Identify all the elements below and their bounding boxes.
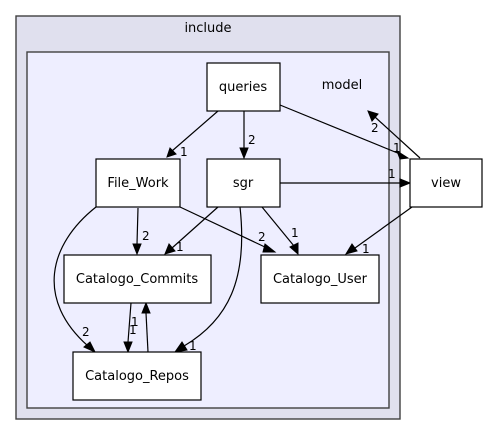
edge-sgr-commits-label: 1 — [176, 240, 184, 254]
edge-file-work-commits-arrowhead — [132, 243, 142, 256]
node-view-label: view — [431, 176, 461, 191]
edge-sgr-user — [261, 206, 295, 247]
node-sgr-box — [206, 158, 281, 208]
edge-commits-repos-arrowhead — [123, 341, 133, 354]
node-catalogo-repos-box — [72, 351, 202, 401]
node-catalogo-user[interactable]: Catalogo_User — [260, 254, 380, 304]
edge-sgr-commits-arrowhead — [164, 243, 176, 255]
edge-queries-file-work-label: 1 — [180, 145, 188, 159]
node-view-box — [409, 158, 483, 208]
edge-queries-view-label: 1 — [393, 141, 401, 155]
edge-queries-file-work-arrowhead — [166, 147, 177, 158]
edges: 1 2 1 2 1 2 2 2 1 1 — [53, 104, 421, 354]
edge-sgr-view-arrowhead — [399, 178, 412, 188]
node-file-work-box — [95, 158, 181, 208]
node-file-work[interactable]: File_Work — [95, 158, 181, 208]
edge-file-work-user-label: 2 — [258, 230, 266, 244]
edge-sgr-view-label: 1 — [388, 167, 396, 181]
node-catalogo-commits[interactable]: Catalogo_Commits — [63, 254, 212, 304]
edge-file-work-commits-label: 2 — [142, 229, 150, 243]
edge-repos-commits-label: 1 — [131, 315, 139, 329]
edge-sgr-repos — [183, 206, 243, 347]
node-sgr[interactable]: sgr — [206, 158, 281, 208]
edge-view-model-arrowhead — [367, 110, 379, 122]
node-queries[interactable]: queries — [206, 62, 281, 112]
edge-view-model-label: 2 — [371, 121, 379, 135]
node-catalogo-user-label: Catalogo_User — [273, 272, 368, 287]
edge-queries-file-work — [171, 110, 219, 152]
edge-repos-commits-arrowhead — [141, 301, 151, 314]
edge-file-work-repos — [53, 206, 97, 347]
node-catalogo-repos[interactable]: Catalogo_Repos — [72, 351, 202, 401]
edge-file-work-user — [179, 206, 268, 249]
edge-queries-view-arrowhead — [396, 149, 410, 160]
node-catalogo-repos-label: Catalogo_Repos — [85, 369, 189, 384]
edge-file-work-repos-arrowhead — [83, 341, 97, 354]
edge-commits-repos-label: 1 — [129, 323, 137, 337]
node-view[interactable]: view — [409, 158, 483, 208]
edge-file-work-repos-label: 2 — [82, 325, 90, 339]
edge-view-user-arrowhead — [344, 243, 358, 255]
edge-sgr-user-arrowhead — [289, 242, 299, 256]
edge-sgr-repos-label: 1 — [189, 339, 197, 353]
node-catalogo-user-box — [260, 254, 380, 304]
edge-file-work-commits — [136, 207, 139, 245]
node-catalogo-commits-label: Catalogo_Commits — [76, 272, 198, 287]
edge-queries-sgr-arrowhead — [239, 147, 249, 160]
edge-queries-sgr-label: 2 — [248, 133, 256, 147]
node-queries-box — [206, 62, 281, 112]
edge-queries-view — [279, 104, 401, 155]
node-sgr-label: sgr — [233, 176, 254, 191]
node-file-work-label: File_Work — [107, 176, 169, 191]
edge-view-model — [374, 116, 421, 159]
edge-sgr-repos-arrowhead — [173, 341, 188, 353]
cluster-model-label: model — [322, 78, 362, 93]
edge-commits-repos — [127, 302, 132, 343]
edge-sgr-user-label: 1 — [291, 226, 299, 240]
edge-file-work-user-arrowhead — [262, 243, 277, 253]
edge-view-user — [354, 206, 413, 249]
edge-sgr-commits — [171, 206, 219, 249]
node-queries-label: queries — [219, 80, 267, 95]
edge-repos-commits — [145, 312, 149, 353]
edge-view-user-label: 1 — [362, 242, 370, 256]
node-catalogo-commits-box — [63, 254, 212, 304]
cluster-include-label: include — [184, 21, 231, 36]
